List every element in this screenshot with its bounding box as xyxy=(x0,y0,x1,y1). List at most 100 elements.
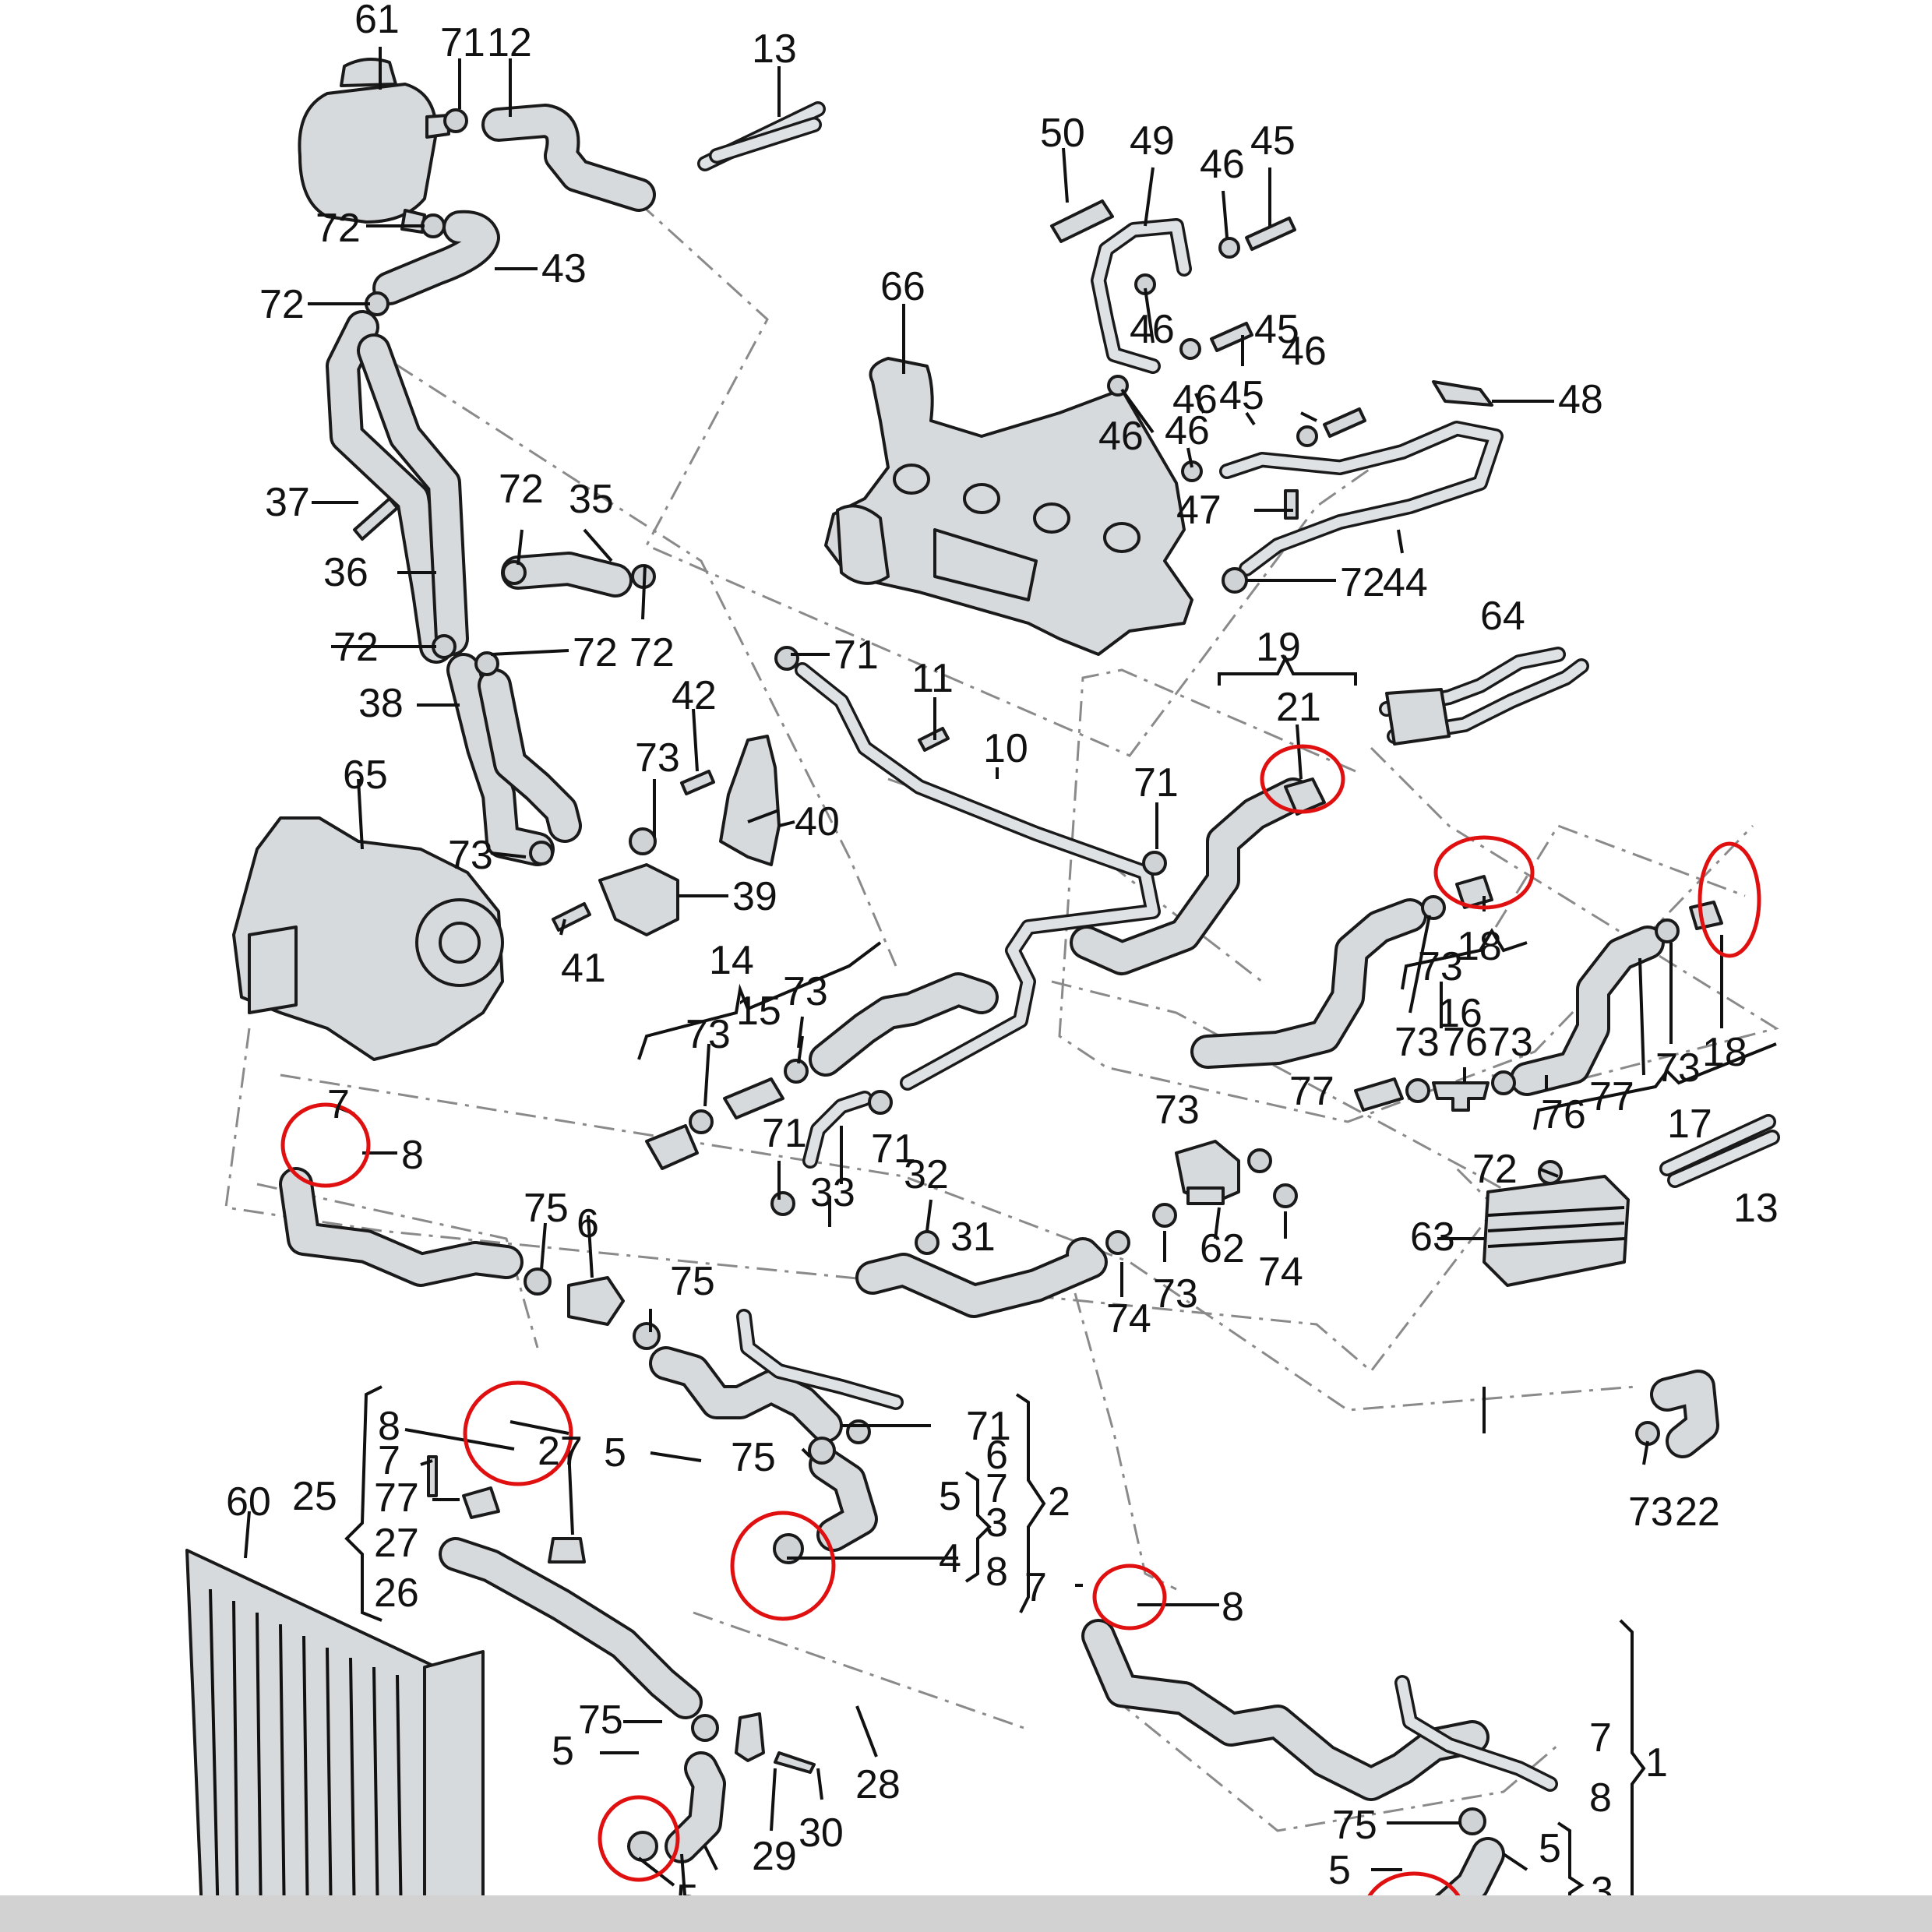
bolt-47 xyxy=(1284,489,1299,520)
label-73: 73 xyxy=(1655,1045,1701,1091)
label-73: 73 xyxy=(1418,944,1463,989)
highlight-circle-4a xyxy=(730,1511,836,1621)
hose-43 xyxy=(372,210,500,305)
label-7: 7 xyxy=(985,1466,1008,1511)
label-5: 5 xyxy=(939,1474,961,1519)
label-33: 33 xyxy=(810,1170,855,1215)
label-46: 46 xyxy=(1172,377,1218,422)
label-73: 73 xyxy=(1155,1088,1200,1133)
label-71: 71 xyxy=(871,1126,916,1172)
label-76: 76 xyxy=(1541,1092,1586,1137)
washer-46c xyxy=(1179,338,1201,360)
label-48: 48 xyxy=(1558,377,1603,422)
hose-17 xyxy=(1510,925,1665,1096)
label-39: 39 xyxy=(732,874,777,919)
radiator-60 xyxy=(185,1549,485,1932)
highlight-circle-21 xyxy=(1260,744,1345,814)
label-66: 66 xyxy=(880,264,925,309)
label-72: 72 xyxy=(259,282,305,327)
o-ring-4b xyxy=(627,1831,658,1862)
label-72: 72 xyxy=(316,206,361,251)
label-50: 50 xyxy=(1040,111,1085,156)
label-76: 76 xyxy=(1443,1020,1488,1065)
label-4: 4 xyxy=(939,1536,961,1581)
clamp-72c xyxy=(1222,567,1248,594)
connector-15 xyxy=(645,1077,784,1170)
label-42: 42 xyxy=(672,673,717,718)
label-7: 7 xyxy=(1589,1715,1612,1761)
label-75: 75 xyxy=(578,1698,623,1743)
label-72: 72 xyxy=(1472,1147,1518,1192)
bolt-37 xyxy=(353,497,399,541)
label-5: 5 xyxy=(1328,1848,1351,1893)
grommet-77 xyxy=(462,1486,500,1519)
hose-14 xyxy=(809,972,999,1077)
label-7: 7 xyxy=(1024,1565,1047,1610)
label-28: 28 xyxy=(855,1762,901,1807)
label-6: 6 xyxy=(985,1433,1008,1478)
highlight-circle-8a xyxy=(280,1102,371,1188)
label-6: 6 xyxy=(576,1201,599,1246)
hose-12 xyxy=(481,104,656,212)
pipes-64 xyxy=(1379,647,1589,746)
label-43: 43 xyxy=(541,246,587,291)
bolt-45c xyxy=(1323,407,1366,438)
hose-clamps xyxy=(365,108,1680,1742)
label-26: 26 xyxy=(374,1571,419,1616)
label-18: 18 xyxy=(1702,1030,1747,1075)
label-40: 40 xyxy=(795,799,840,844)
label-44: 44 xyxy=(1383,560,1428,605)
label-73: 73 xyxy=(1153,1271,1198,1317)
elbow-3a xyxy=(809,1447,878,1552)
elbow-28 xyxy=(665,1751,726,1863)
hose-16 xyxy=(1190,898,1427,1069)
label-46: 46 xyxy=(1098,414,1144,459)
bolt-41 xyxy=(552,902,591,932)
label-15: 15 xyxy=(736,989,781,1034)
label-25: 25 xyxy=(292,1474,337,1519)
label-17: 17 xyxy=(1667,1102,1712,1147)
label-13: 13 xyxy=(752,26,797,72)
bolt-45b xyxy=(1210,322,1253,352)
o-ring-4a xyxy=(773,1533,804,1564)
label-64: 64 xyxy=(1480,594,1525,639)
cable-ties-13b xyxy=(1659,1114,1780,1188)
connector-18b xyxy=(1689,901,1723,930)
pipe-44 xyxy=(1219,421,1504,576)
washer-46a xyxy=(1218,237,1240,259)
bottom-gray-bar xyxy=(0,1895,1932,1932)
pipe-36 xyxy=(326,310,469,664)
sensor-29 xyxy=(735,1712,765,1762)
bolt-42 xyxy=(680,770,715,795)
label-77: 77 xyxy=(1289,1069,1334,1114)
label-75: 75 xyxy=(670,1259,715,1304)
pipe-33 xyxy=(802,1091,873,1169)
highlight-circle-18a xyxy=(1433,835,1535,910)
label-29: 29 xyxy=(752,1834,797,1879)
label-71: 71 xyxy=(966,1404,1011,1449)
label-38: 38 xyxy=(358,681,404,726)
cable-ties-13a xyxy=(697,101,826,171)
label-37: 37 xyxy=(265,480,310,525)
valve-62 xyxy=(1175,1140,1240,1205)
label-62: 62 xyxy=(1200,1226,1245,1271)
label-61: 61 xyxy=(354,0,400,42)
hose-2 xyxy=(649,1309,904,1443)
label-31: 31 xyxy=(950,1215,996,1260)
label-45: 45 xyxy=(1250,118,1296,164)
label-3: 3 xyxy=(985,1500,1008,1546)
connector-21 xyxy=(1284,777,1326,816)
label-10: 10 xyxy=(983,726,1028,771)
label-63: 63 xyxy=(1410,1215,1455,1260)
label-5: 5 xyxy=(604,1430,626,1475)
label-73: 73 xyxy=(1488,1020,1533,1065)
hose-19 xyxy=(1070,777,1310,975)
label-8: 8 xyxy=(378,1404,400,1449)
label-11: 11 xyxy=(911,656,954,701)
label-45: 45 xyxy=(1254,307,1299,352)
highlight-circle-27 xyxy=(463,1380,573,1486)
label-16: 16 xyxy=(1437,991,1482,1036)
label-46: 46 xyxy=(1165,408,1210,453)
label-45: 45 xyxy=(1219,373,1264,418)
